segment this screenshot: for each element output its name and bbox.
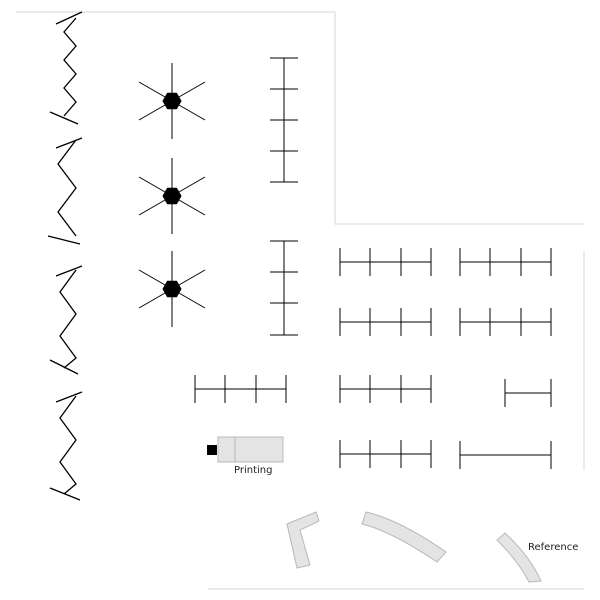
horizontal-shelf-6 [339, 375, 432, 403]
printer-station [207, 436, 284, 463]
window-wall-1 [49, 11, 83, 125]
curved-shelf-1 [286, 511, 320, 569]
reference-shelves [286, 511, 542, 583]
horizontal-shelf-5 [194, 375, 287, 403]
horizontal-shelf-2 [459, 248, 552, 276]
horizontal-shelf-9 [459, 441, 552, 469]
curved-shelf-3 [496, 532, 542, 583]
curved-shelf-2 [361, 511, 447, 563]
printing-area-label: Printing [234, 465, 273, 476]
workstation-table-3 [138, 251, 206, 327]
window-wall-4 [49, 391, 83, 501]
printer-icon [207, 445, 217, 455]
horizontal-shelf-4 [459, 308, 552, 336]
horizontal-shelf-1 [339, 248, 432, 276]
horizontal-shelf-3 [339, 308, 432, 336]
window-wall-3 [49, 265, 83, 375]
workstation-table-1 [138, 63, 206, 139]
vertical-shelf-2 [270, 240, 298, 336]
window-wall-2 [47, 137, 83, 245]
printer-counter [217, 436, 284, 463]
reference-area-label: Reference [528, 542, 579, 553]
horizontal-shelf-8 [339, 440, 432, 468]
top-wall [16, 11, 584, 225]
horizontal-shelf-7 [504, 379, 552, 407]
vertical-shelf-1 [270, 57, 298, 183]
workstation-table-2 [138, 158, 206, 234]
walls [16, 11, 585, 590]
